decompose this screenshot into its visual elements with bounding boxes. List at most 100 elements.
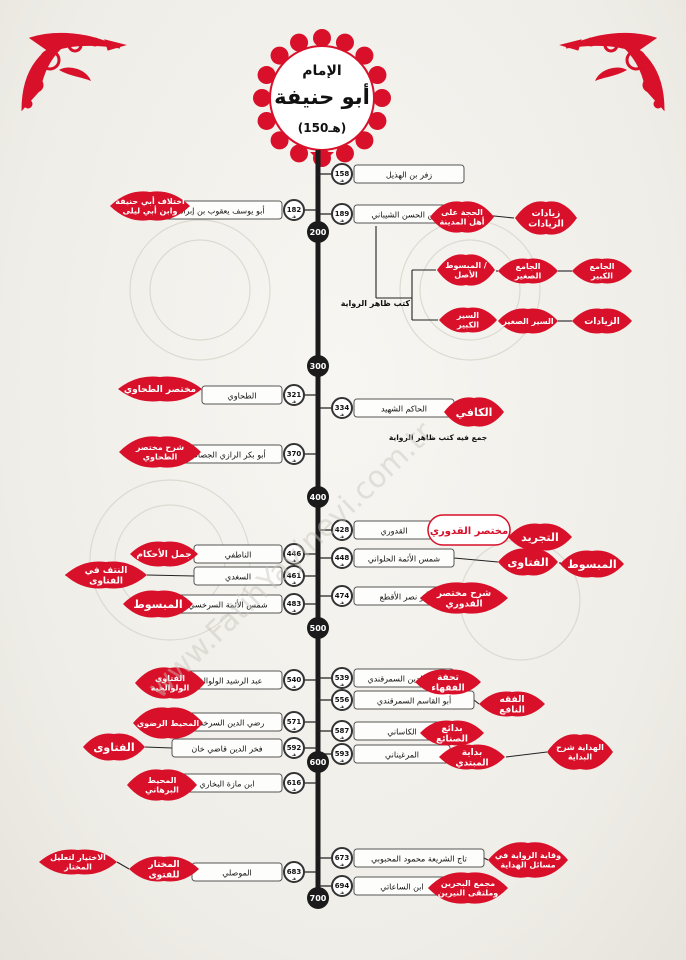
scholar-name: محمد بن الحسن الشيباني bbox=[371, 211, 456, 220]
death-year-unit: هـ bbox=[291, 558, 296, 564]
century-marker: 300 bbox=[307, 355, 329, 377]
book-leaf bbox=[547, 734, 613, 770]
book-title: الحجة على bbox=[441, 208, 483, 217]
book-title: المبتدي bbox=[455, 758, 488, 768]
book-leaf bbox=[498, 258, 558, 284]
book-kafi: الكافي bbox=[444, 397, 504, 427]
death-year-unit: هـ bbox=[291, 458, 296, 464]
book-title: المحيط الرضوي bbox=[137, 719, 200, 728]
death-year: 483 bbox=[287, 600, 302, 608]
scholar-name: تاج الشريعة محمود المحبوبي bbox=[371, 855, 467, 864]
book-leaf bbox=[118, 376, 202, 402]
book-title: القدوري bbox=[445, 599, 482, 609]
scholar-name: ابن الساعاتي bbox=[380, 883, 423, 892]
death-year-unit: هـ bbox=[291, 876, 296, 882]
book-title: البداية bbox=[568, 753, 592, 762]
book-title: أهل المدينة bbox=[439, 217, 484, 227]
death-year-unit: هـ bbox=[291, 684, 296, 690]
scholar-name: الطحاوي bbox=[228, 392, 257, 401]
book-ahkam: جمل الأحكام bbox=[130, 541, 198, 567]
book-title: وملتقى النيرين bbox=[438, 889, 499, 898]
book-title: الفتاوى bbox=[155, 674, 185, 683]
death-year: 593 bbox=[335, 750, 350, 758]
scholar-name: ابن مازة البخاري bbox=[199, 780, 254, 789]
death-year-unit: هـ bbox=[339, 412, 344, 418]
book-leaf bbox=[444, 397, 504, 427]
death-year: 428 bbox=[335, 526, 350, 534]
book-title: جمل الأحكام bbox=[136, 548, 191, 560]
book-leaf bbox=[119, 436, 201, 468]
death-year-unit: هـ bbox=[339, 890, 344, 896]
book-siyar-saghir: السير الصغير bbox=[498, 308, 558, 334]
century-label: 200 bbox=[310, 228, 327, 237]
emblem-petal bbox=[355, 131, 374, 150]
emblem-petal bbox=[355, 46, 374, 65]
emblem-petal bbox=[270, 46, 289, 65]
century-marker: 200 bbox=[307, 221, 329, 243]
book-title: الجامع bbox=[590, 262, 615, 271]
death-year-unit: هـ bbox=[339, 562, 344, 568]
tree-connector bbox=[116, 861, 130, 870]
book-leaf bbox=[129, 856, 199, 882]
book-leaf bbox=[133, 707, 203, 739]
death-year-circle bbox=[283, 384, 305, 406]
century-label: 300 bbox=[310, 362, 327, 371]
death-year-circle bbox=[283, 593, 305, 615]
book-leaf bbox=[430, 201, 494, 233]
scholar-name: أبو يوسف يعقوب بن إبراهيم bbox=[171, 206, 264, 217]
book-leaf bbox=[498, 308, 558, 334]
death-year: 556 bbox=[335, 696, 350, 704]
death-year-unit: هـ bbox=[339, 862, 344, 868]
emblem-petal bbox=[373, 89, 391, 107]
death-year-unit: هـ bbox=[291, 580, 296, 586]
scholar-name: السغدي bbox=[225, 573, 251, 582]
emblem-petal bbox=[257, 111, 276, 130]
century-label: 600 bbox=[310, 758, 327, 767]
death-year-unit: هـ bbox=[291, 787, 296, 793]
scholar-box bbox=[353, 548, 455, 568]
book-title: للفتوى bbox=[148, 870, 179, 880]
death-year-circle bbox=[331, 667, 353, 689]
book-leaf bbox=[572, 258, 632, 284]
book-leaf bbox=[83, 733, 145, 761]
book-connector bbox=[483, 857, 489, 861]
death-year-unit: هـ bbox=[291, 726, 296, 732]
death-year: 539 bbox=[335, 674, 350, 682]
death-year-circle bbox=[331, 689, 353, 711]
book-title: المحيط bbox=[148, 776, 177, 785]
book-leaf bbox=[420, 720, 484, 746]
death-year-unit: هـ bbox=[291, 399, 296, 405]
book-leaf bbox=[127, 769, 197, 801]
book-leaf bbox=[479, 691, 545, 717]
tree-connector bbox=[505, 751, 548, 758]
death-year: 321 bbox=[287, 391, 302, 399]
death-year: 592 bbox=[287, 744, 302, 752]
book-title: المبسوط bbox=[567, 558, 616, 571]
book-connector bbox=[453, 557, 499, 563]
death-year-unit: هـ bbox=[339, 735, 344, 741]
book-leaf bbox=[123, 590, 193, 618]
century-label: 700 bbox=[310, 894, 327, 903]
death-year-circle bbox=[283, 861, 305, 883]
book-mabsut-asl: المبسوط /الأصل bbox=[437, 254, 495, 286]
death-year: 461 bbox=[287, 572, 302, 580]
book-title: الفتاوى bbox=[507, 556, 548, 569]
mukhtasar-quduri-badge: مختصر القدوري bbox=[427, 514, 511, 546]
death-year: 158 bbox=[335, 170, 350, 178]
scholar-name: أبو نصر الأقطع bbox=[380, 592, 429, 602]
